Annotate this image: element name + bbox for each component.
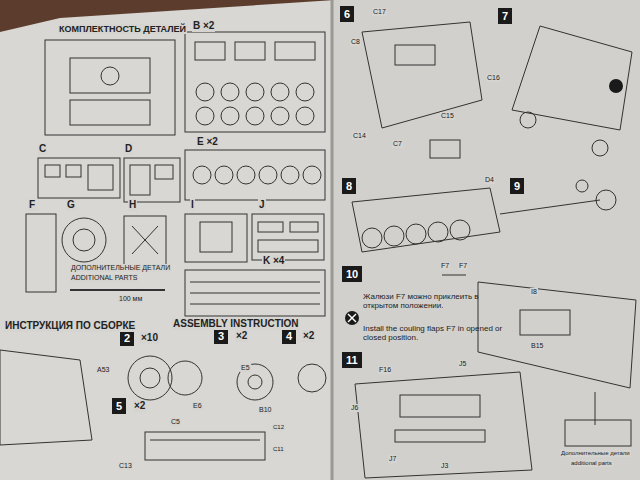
part-label: C13: [118, 462, 133, 470]
step-number: 4: [282, 328, 296, 344]
step-number: 3: [214, 328, 228, 344]
part-label: C8: [350, 38, 361, 46]
step-number: 5: [112, 398, 126, 414]
part-label: J5: [458, 360, 467, 368]
step-number-text: 3: [218, 329, 224, 343]
step-number-text: 7: [502, 9, 508, 23]
step-number-text: 4: [286, 329, 292, 343]
part-heading: H: [128, 199, 137, 211]
part-label: J6: [350, 404, 359, 412]
step-number: 11: [342, 352, 362, 368]
step-number: 6: [340, 6, 354, 22]
part-heading: ×2: [302, 330, 315, 342]
part-label: ADDITIONAL PARTS: [70, 274, 138, 282]
part-label: B15: [530, 342, 544, 350]
part-heading: ×10: [140, 332, 159, 344]
step-number-text: 11: [346, 353, 358, 367]
part-label: additional parts: [570, 460, 613, 467]
step-number: 9: [510, 178, 524, 194]
note-text: Install the couling flaps F7 in opened o…: [362, 324, 514, 342]
part-label: F7: [458, 262, 468, 270]
note-text: Жалюзи F7 можно приклеить в открытом пол…: [362, 292, 514, 310]
part-heading: КОМПЛЕКТНОСТЬ ДЕТАЛЕЙ: [58, 24, 187, 34]
step-number-text: 2: [124, 331, 130, 345]
part-label: ДОПОЛНИТЕЛЬНЫЕ ДЕТАЛИ: [70, 264, 171, 272]
part-label: C12: [272, 424, 285, 431]
step-number-text: 10: [346, 267, 358, 281]
part-heading: B ×2: [192, 20, 215, 32]
step-number: 10: [342, 266, 362, 282]
part-heading: ASSEMBLY INSTRUCTION: [172, 318, 300, 330]
part-label: Дополнительные детали: [560, 450, 631, 457]
part-heading: C: [38, 143, 47, 155]
part-label: A53: [96, 366, 110, 374]
part-label: C17: [372, 8, 387, 16]
step-number: 7: [498, 8, 512, 24]
part-heading: G: [66, 199, 76, 211]
part-label: J3: [440, 462, 449, 470]
part-label: C5: [170, 418, 181, 426]
part-label: D4: [484, 176, 495, 184]
step-number-text: 5: [116, 399, 122, 413]
part-heading: K ×4: [262, 255, 285, 267]
part-label: E6: [192, 402, 203, 410]
part-label: J7: [388, 455, 397, 463]
part-heading: ×2: [235, 330, 248, 342]
part-label: C16: [486, 74, 501, 82]
part-label: C11: [272, 446, 285, 453]
step-number: 8: [342, 178, 356, 194]
part-label: F7: [440, 262, 450, 270]
step-number-text: 6: [344, 7, 350, 21]
part-label: I8: [530, 288, 538, 296]
part-label: E5: [240, 364, 251, 372]
part-heading: ИНСТРУКЦИЯ ПО СБОРКЕ: [4, 320, 136, 332]
part-label: C14: [352, 132, 367, 140]
part-label: B10: [258, 406, 272, 414]
part-heading: F: [28, 199, 36, 211]
step-number-text: 9: [514, 179, 520, 193]
part-label: F16: [378, 366, 392, 374]
part-heading: E ×2: [196, 136, 219, 148]
part-heading: D: [124, 143, 133, 155]
step-number: 2: [120, 330, 134, 346]
part-label: 100 мм: [118, 295, 143, 303]
part-heading: J: [258, 199, 266, 211]
part-label: C15: [440, 112, 455, 120]
step-number-text: 8: [346, 179, 352, 193]
part-heading: ×2: [133, 400, 146, 412]
part-heading: I: [190, 199, 195, 211]
part-label: C7: [392, 140, 403, 148]
